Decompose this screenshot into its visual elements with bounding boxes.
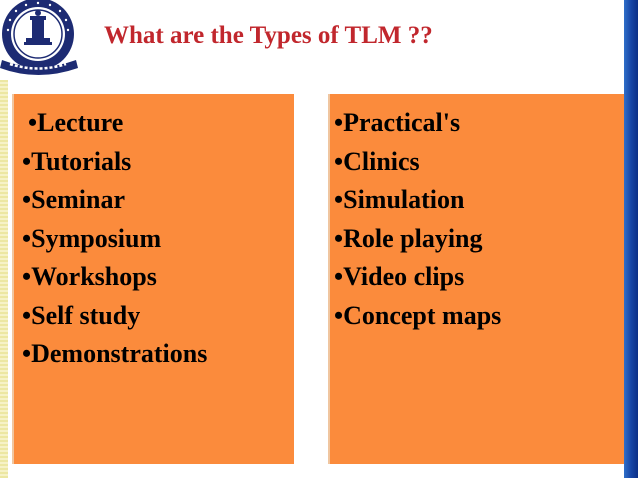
bullet-glyph: •	[22, 223, 32, 253]
list-item: •Self study	[22, 297, 294, 336]
list-item: •Practical's	[334, 104, 624, 143]
left-types-list: •Lecture •Tutorials •Seminar •Symposium …	[14, 94, 294, 374]
bullet-glyph: •	[334, 223, 344, 253]
list-item: •Symposium	[22, 220, 294, 259]
list-item: •Simulation	[334, 181, 624, 220]
list-item: •Lecture	[22, 104, 294, 143]
right-types-list: •Practical's •Clinics •Simulation •Role …	[330, 94, 624, 335]
list-item: •Demonstrations	[22, 335, 294, 374]
college-emblem-icon	[0, 0, 82, 80]
list-item-label: Lecture	[37, 108, 124, 137]
bullet-glyph: •	[334, 300, 344, 330]
list-item-label: Video clips	[343, 262, 465, 291]
list-item-label: Practical's	[343, 108, 461, 137]
list-item-label: Self study	[31, 300, 141, 330]
bullet-glyph: •	[334, 108, 344, 137]
bullet-glyph: •	[334, 185, 344, 214]
list-item: •Role playing	[334, 220, 624, 259]
list-item-label: Demonstrations	[31, 339, 208, 368]
bullet-glyph: •	[334, 146, 344, 176]
bullet-glyph: •	[334, 262, 344, 291]
list-item: •Clinics	[334, 143, 624, 182]
list-item: •Tutorials	[22, 143, 294, 182]
slide-title: What are the Types of TLM ??	[104, 22, 433, 49]
bullet-glyph: •	[22, 300, 32, 330]
list-item-label: Role playing	[343, 223, 483, 253]
list-item-label: Seminar	[31, 185, 125, 214]
list-item: •Concept maps	[334, 297, 624, 336]
list-item: •Workshops	[22, 258, 294, 297]
left-types-box: •Lecture •Tutorials •Seminar •Symposium …	[12, 94, 294, 464]
list-item-label: Symposium	[31, 223, 162, 253]
left-decorative-strip	[0, 0, 8, 478]
bullet-glyph: •	[22, 262, 32, 291]
list-item-label: Clinics	[343, 146, 420, 176]
bullet-glyph: •	[22, 339, 32, 368]
list-item-label: Workshops	[31, 262, 157, 291]
bullet-glyph: •	[22, 146, 32, 176]
list-item-label: Concept maps	[343, 300, 502, 330]
right-types-box: •Practical's •Clinics •Simulation •Role …	[328, 94, 624, 464]
right-accent-bar	[624, 0, 638, 478]
list-item: •Seminar	[22, 181, 294, 220]
list-item: •Video clips	[334, 258, 624, 297]
bullet-glyph: •	[28, 108, 38, 137]
bullet-glyph: •	[22, 185, 32, 214]
list-item-label: Simulation	[343, 185, 465, 214]
list-item-label: Tutorials	[31, 146, 132, 176]
